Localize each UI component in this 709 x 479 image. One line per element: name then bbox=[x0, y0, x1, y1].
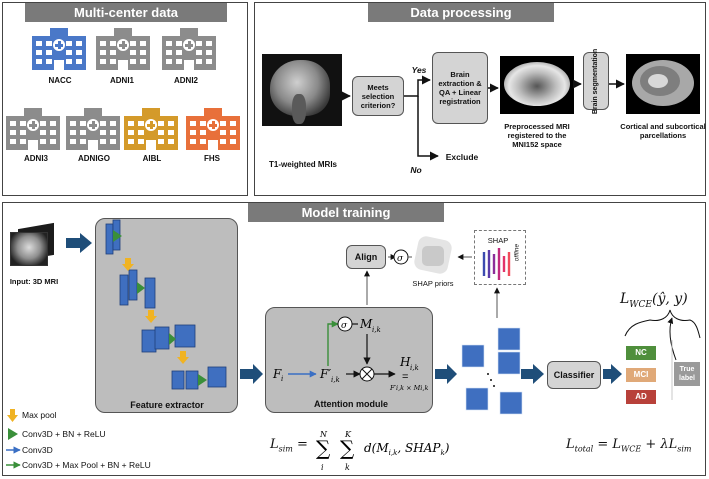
selection-criterion-box: Meets selection criterion? bbox=[352, 76, 404, 116]
true-label-box: True label bbox=[674, 362, 700, 386]
loss-sim-formula: Lsim = bbox=[270, 437, 308, 454]
yes-arrow bbox=[404, 75, 431, 97]
mri-label: T1-weighted MRIs bbox=[268, 160, 337, 169]
hospital-icon-adni1 bbox=[96, 28, 150, 70]
class-mci: MCI bbox=[626, 368, 656, 382]
training-title: Model training bbox=[248, 203, 444, 222]
svg-text:i,k: i,k bbox=[372, 326, 381, 334]
svg-text:σ: σ bbox=[397, 254, 404, 264]
class-ad: AD bbox=[626, 390, 656, 404]
legend-item-2: Conv3D + BN + ReLU bbox=[22, 429, 106, 439]
input-mri-cube bbox=[10, 222, 56, 266]
feature-grids bbox=[461, 327, 523, 415]
hospital-icon-fhs bbox=[186, 108, 240, 150]
parcellation-label: Cortical and subcortical parcellations bbox=[620, 122, 706, 140]
hospital-label-aibl: AIBL bbox=[142, 154, 162, 163]
parcellation-image bbox=[626, 54, 700, 114]
no-label: No bbox=[410, 165, 422, 175]
hospital-label-adni1: ADNI1 bbox=[109, 76, 134, 85]
svg-text:i: i bbox=[281, 375, 283, 383]
hospital-label-nacc: NACC bbox=[48, 76, 72, 85]
input-to-extractor-arrow bbox=[66, 233, 92, 253]
svg-text:F′i,k × Mi,k: F′i,k × Mi,k bbox=[389, 384, 428, 392]
svg-text:M: M bbox=[359, 317, 373, 331]
legend-item-1: Max pool bbox=[22, 410, 57, 420]
svg-text:i: i bbox=[321, 463, 324, 472]
yes-label: Yes bbox=[411, 65, 427, 75]
svg-text:σ: σ bbox=[341, 321, 348, 331]
svg-text:=: = bbox=[402, 371, 408, 383]
shap-bars bbox=[482, 248, 511, 280]
features-to-classifier-arrow bbox=[521, 364, 544, 384]
svg-text:∑: ∑ bbox=[340, 436, 355, 460]
shap-priors-label: SHAP priors bbox=[412, 279, 454, 288]
svg-text:F: F bbox=[272, 367, 282, 381]
legend-item-3: Conv3D bbox=[22, 445, 53, 455]
hospital-icon-adnigo bbox=[66, 108, 120, 150]
extraction-box: Brain extraction & QA + Linear registrat… bbox=[432, 52, 488, 124]
svg-text:i,k: i,k bbox=[410, 364, 419, 372]
classifier-box: Classifier bbox=[547, 361, 601, 389]
attention-internals: F i F′ i,k σ M i,k H i,k = F′i,k × Mi,k bbox=[272, 316, 428, 392]
svg-text:K: K bbox=[344, 430, 352, 439]
hospital-label-adni2: ADNI2 bbox=[173, 76, 198, 85]
svg-text:∑: ∑ bbox=[316, 436, 331, 460]
extractor-to-attention-arrow bbox=[240, 364, 263, 384]
no-arrow bbox=[417, 96, 439, 161]
svg-text:i,k: i,k bbox=[331, 376, 340, 384]
conv-blocks bbox=[105, 219, 227, 390]
exclude-label: Exclude bbox=[445, 152, 479, 162]
svg-text:d(Mi,k, SHAPk): d(Mi,k, SHAPk) bbox=[364, 441, 450, 457]
hospital-icon-adni3 bbox=[6, 108, 60, 150]
align-box: Align bbox=[346, 245, 386, 269]
svg-text:k: k bbox=[345, 463, 350, 472]
attention-module-label: Attention module bbox=[314, 399, 388, 409]
attention-to-features-arrow bbox=[435, 364, 457, 384]
class-nc: NC bbox=[626, 346, 656, 360]
legend-item-4: Conv3D + Max Pool + BN + ReLU bbox=[22, 460, 151, 470]
svg-text:N: N bbox=[319, 430, 328, 439]
grid-dots bbox=[487, 373, 495, 387]
svg-text:F′: F′ bbox=[319, 367, 331, 381]
hospital-label-fhs: FHS bbox=[204, 154, 220, 163]
classifier-to-output-arrow bbox=[603, 364, 622, 384]
multicenter-title: Multi-center data bbox=[25, 3, 227, 22]
flow-arrows bbox=[66, 233, 622, 384]
t1-mri-image bbox=[262, 54, 342, 126]
feature-extractor-label: Feature extractor bbox=[130, 400, 204, 410]
shap-offline-box bbox=[474, 230, 526, 285]
hospital-label-adnigo: ADNIGO bbox=[78, 154, 110, 163]
hospital-icon-adni2 bbox=[162, 28, 216, 70]
hospital-label-adni3: ADNI3 bbox=[23, 154, 48, 163]
preprocessed-brain-image bbox=[500, 56, 574, 114]
hospital-icon-aibl bbox=[124, 108, 178, 150]
shap-label: SHAP bbox=[487, 236, 509, 245]
loss-total-formula: Ltotal = LWCE + λLsim bbox=[566, 437, 692, 454]
processing-title: Data processing bbox=[368, 3, 554, 22]
svg-text:H: H bbox=[399, 355, 411, 369]
hospital-icon-nacc bbox=[32, 28, 86, 70]
loss-wce-formula: LWCE(ŷ, y) bbox=[620, 291, 688, 310]
segmentation-box: Brain segmentation bbox=[583, 48, 609, 114]
shap-priors-image bbox=[412, 234, 454, 276]
input-label: Input: 3D MRI bbox=[9, 277, 59, 286]
lsim-math: ∑ N i ∑ K k d(Mi,k, SHAPk) bbox=[316, 430, 450, 472]
preprocessed-label: Preprocessed MRI registered to the MNI15… bbox=[504, 122, 570, 149]
legend-icons bbox=[6, 409, 21, 469]
